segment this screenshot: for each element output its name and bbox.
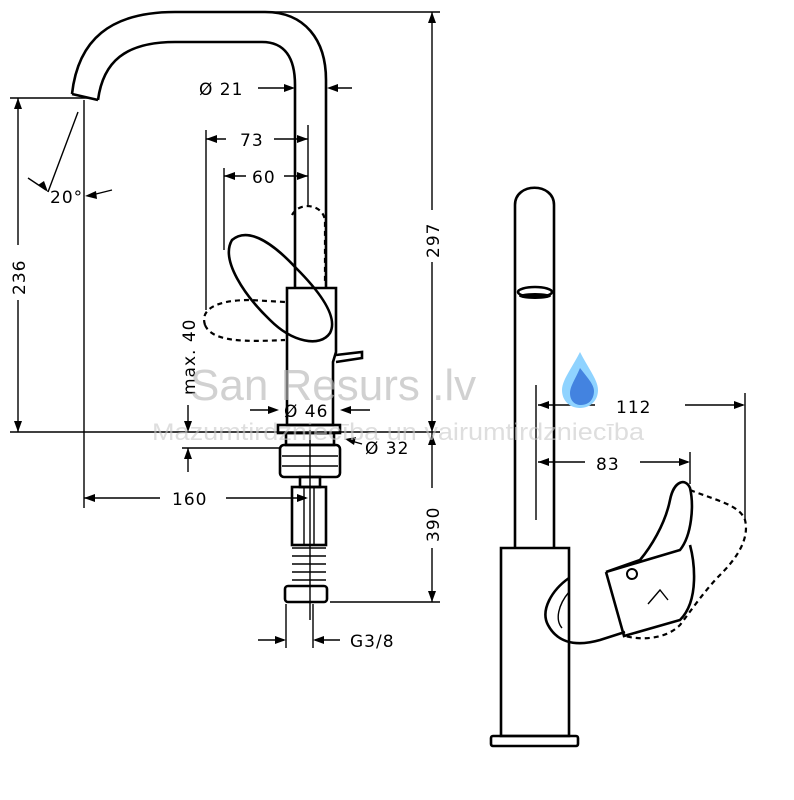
- front-view-labels: 112 83: [596, 398, 651, 475]
- watermark-tagline: Mazumtirdzniecība un vairumtirdzniecība: [152, 419, 645, 446]
- label-angle: 20°: [50, 188, 83, 208]
- water-drop-icon: [562, 352, 598, 408]
- label-hose-390: 390: [424, 507, 444, 542]
- label-dim-112: 112: [616, 398, 651, 418]
- label-height-236: 236: [10, 260, 30, 295]
- side-view-dimensions: [10, 11, 440, 648]
- label-reach-160: 160: [172, 490, 207, 510]
- watermark-brand: San Resurs .lv: [190, 361, 476, 410]
- front-view-faucet: [489, 186, 748, 748]
- label-base-diameter: Ø 46: [284, 402, 328, 422]
- watermark: San Resurs .lv Mazumtirdzniecība un vair…: [152, 352, 645, 446]
- side-view-faucet: [70, 10, 364, 620]
- label-thread: G3/8: [350, 632, 395, 652]
- label-dim-60: 60: [252, 168, 276, 188]
- label-height-297: 297: [424, 223, 444, 258]
- front-view-dimensions: [535, 385, 746, 520]
- label-dim-83: 83: [596, 455, 620, 475]
- side-view-labels: Ø 21 73 60 20° 236 max. 40 297 Ø 46 Ø 32…: [10, 80, 444, 652]
- label-hole-diameter: Ø 32: [365, 439, 409, 459]
- label-spout-diameter: Ø 21: [199, 80, 243, 100]
- label-lever-max: max. 40: [180, 319, 200, 395]
- label-dim-73: 73: [240, 131, 264, 151]
